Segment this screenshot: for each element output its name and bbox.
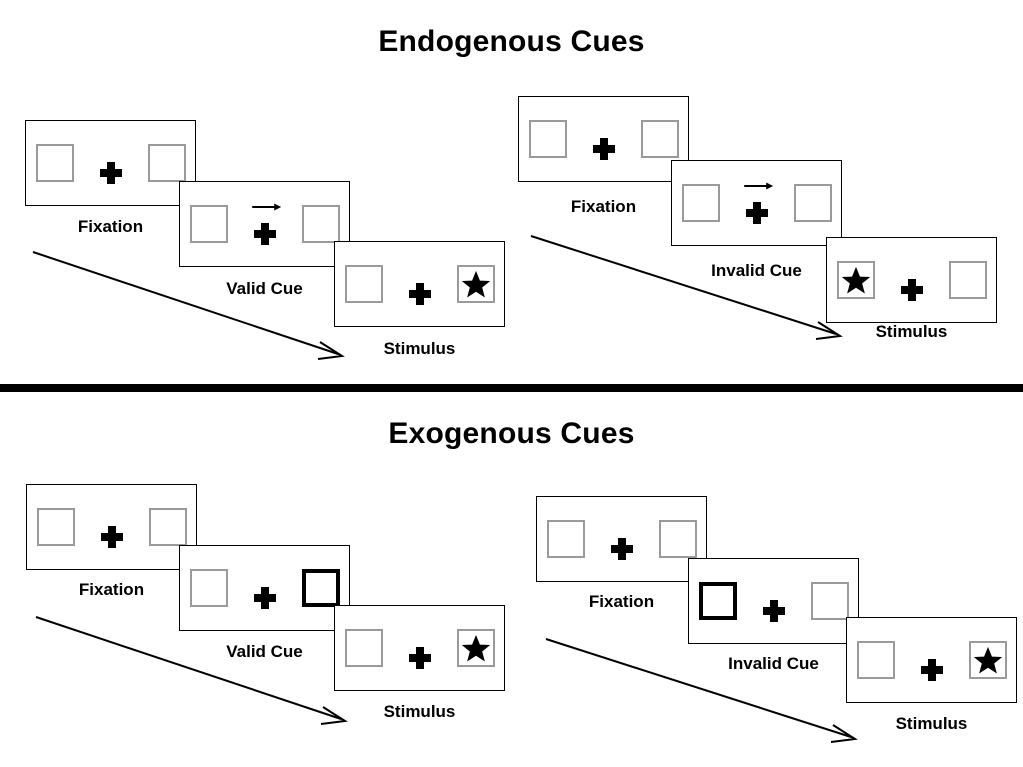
- centre-slot: [248, 202, 282, 246]
- centre-slot: [403, 626, 437, 670]
- time-flow-arrow-icon: [545, 638, 858, 743]
- section-divider: [0, 384, 1023, 392]
- panel-exogenous-valid-fixation[interactable]: [26, 484, 197, 570]
- right-arrow-cue-icon: [743, 182, 773, 190]
- plus-fixation-cross-icon: [900, 279, 923, 301]
- placeholder-box-left: [189, 569, 228, 607]
- placeholder-box-right: [640, 120, 679, 158]
- plus-fixation-cross-icon: [253, 223, 276, 245]
- placeholder-box-left: [681, 184, 720, 222]
- label-exogenous-valid-fixation: Fixation: [78, 580, 145, 599]
- panel-endogenous-invalid-fixation[interactable]: [518, 96, 689, 182]
- label-exogenous-invalid-fixation: Fixation: [588, 592, 655, 611]
- placeholder-box-left: [528, 120, 567, 158]
- panel-endogenous-invalid-cue[interactable]: [671, 160, 842, 246]
- centre-slot: [94, 141, 128, 185]
- time-flow-arrow-icon: [35, 616, 348, 725]
- panel-content: [335, 606, 504, 690]
- label-exogenous-invalid-stimulus: Stimulus: [895, 714, 968, 733]
- placeholder-box-left: [344, 265, 383, 303]
- centre-slot: [605, 517, 639, 561]
- panel-endogenous-invalid-stimulus[interactable]: [826, 237, 997, 323]
- centre-slot: [95, 505, 129, 549]
- panel-endogenous-valid-cue[interactable]: [179, 181, 350, 267]
- panel-exogenous-valid-cue[interactable]: [179, 545, 350, 631]
- placeholder-box-right: [658, 520, 697, 558]
- centre-slot: [403, 262, 437, 306]
- black-star-icon: [841, 266, 870, 294]
- placeholder-box-left: [546, 520, 585, 558]
- placeholder-box-right-target: [968, 641, 1007, 679]
- plus-fixation-cross-icon: [745, 202, 768, 224]
- plus-fixation-cross-icon: [920, 659, 943, 681]
- panel-content: [335, 242, 504, 326]
- label-exogenous-invalid-cue: Invalid Cue: [728, 654, 819, 673]
- time-flow-arrow-icon: [32, 251, 345, 360]
- panel-content: [180, 546, 349, 630]
- centre-slot: [587, 117, 621, 161]
- placeholder-box-right: [793, 184, 832, 222]
- plus-fixation-cross-icon: [762, 600, 785, 622]
- section-title-exogenous-text: Exogenous Cues: [388, 417, 635, 450]
- section-title-exogenous: Exogenous Cues: [0, 417, 1023, 451]
- label-endogenous-invalid-fixation: Fixation: [570, 197, 637, 216]
- placeholder-box-right-target: [456, 629, 495, 667]
- plus-fixation-cross-icon: [253, 587, 276, 609]
- placeholder-box-left-target: [836, 261, 875, 299]
- panel-content: [26, 121, 195, 205]
- centre-slot: [915, 638, 949, 682]
- placeholder-box-right-target: [456, 265, 495, 303]
- label-endogenous-invalid-cue: Invalid Cue: [711, 261, 802, 280]
- panel-endogenous-valid-stimulus[interactable]: [334, 241, 505, 327]
- plus-fixation-cross-icon: [408, 647, 431, 669]
- label-endogenous-valid-fixation: Fixation: [77, 217, 144, 236]
- black-star-icon: [973, 646, 1002, 674]
- panel-exogenous-invalid-stimulus[interactable]: [846, 617, 1017, 703]
- label-endogenous-valid-stimulus: Stimulus: [383, 339, 456, 358]
- section-title-endogenous: Endogenous Cues: [0, 25, 1023, 59]
- label-exogenous-valid-cue: Valid Cue: [226, 642, 303, 661]
- centre-slot: [248, 566, 282, 610]
- placeholder-box-right: [810, 582, 849, 620]
- panel-content: [847, 618, 1016, 702]
- panel-endogenous-valid-fixation[interactable]: [25, 120, 196, 206]
- black-star-icon: [461, 634, 490, 662]
- panel-content: [827, 238, 996, 322]
- placeholder-box-right: [147, 144, 186, 182]
- panel-content: [27, 485, 196, 569]
- placeholder-box-left-cued: [698, 582, 737, 620]
- placeholder-box-left: [36, 508, 75, 546]
- plus-fixation-cross-icon: [100, 526, 123, 548]
- panel-exogenous-invalid-cue[interactable]: [688, 558, 859, 644]
- placeholder-box-right: [148, 508, 187, 546]
- centre-slot: [740, 181, 774, 225]
- placeholder-box-right: [301, 205, 340, 243]
- centre-slot: [757, 579, 791, 623]
- placeholder-box-left: [189, 205, 228, 243]
- placeholder-box-left: [35, 144, 74, 182]
- panel-content: [672, 161, 841, 245]
- plus-fixation-cross-icon: [408, 283, 431, 305]
- panel-exogenous-valid-stimulus[interactable]: [334, 605, 505, 691]
- panel-exogenous-invalid-fixation[interactable]: [536, 496, 707, 582]
- plus-fixation-cross-icon: [610, 538, 633, 560]
- panel-content: [519, 97, 688, 181]
- label-endogenous-valid-cue: Valid Cue: [226, 279, 303, 298]
- label-endogenous-invalid-stimulus: Stimulus: [875, 322, 948, 341]
- placeholder-box-right: [948, 261, 987, 299]
- placeholder-box-left: [344, 629, 383, 667]
- time-flow-arrow-icon: [530, 235, 843, 340]
- panel-content: [689, 559, 858, 643]
- section-title-endogenous-text: Endogenous Cues: [378, 25, 645, 58]
- placeholder-box-right-cued: [301, 569, 340, 607]
- black-star-icon: [461, 270, 490, 298]
- plus-fixation-cross-icon: [592, 138, 615, 160]
- label-exogenous-valid-stimulus: Stimulus: [383, 702, 456, 721]
- placeholder-box-left: [856, 641, 895, 679]
- right-arrow-cue-icon: [251, 203, 281, 211]
- panel-content: [537, 497, 706, 581]
- panel-content: [180, 182, 349, 266]
- plus-fixation-cross-icon: [99, 162, 122, 184]
- centre-slot: [895, 258, 929, 302]
